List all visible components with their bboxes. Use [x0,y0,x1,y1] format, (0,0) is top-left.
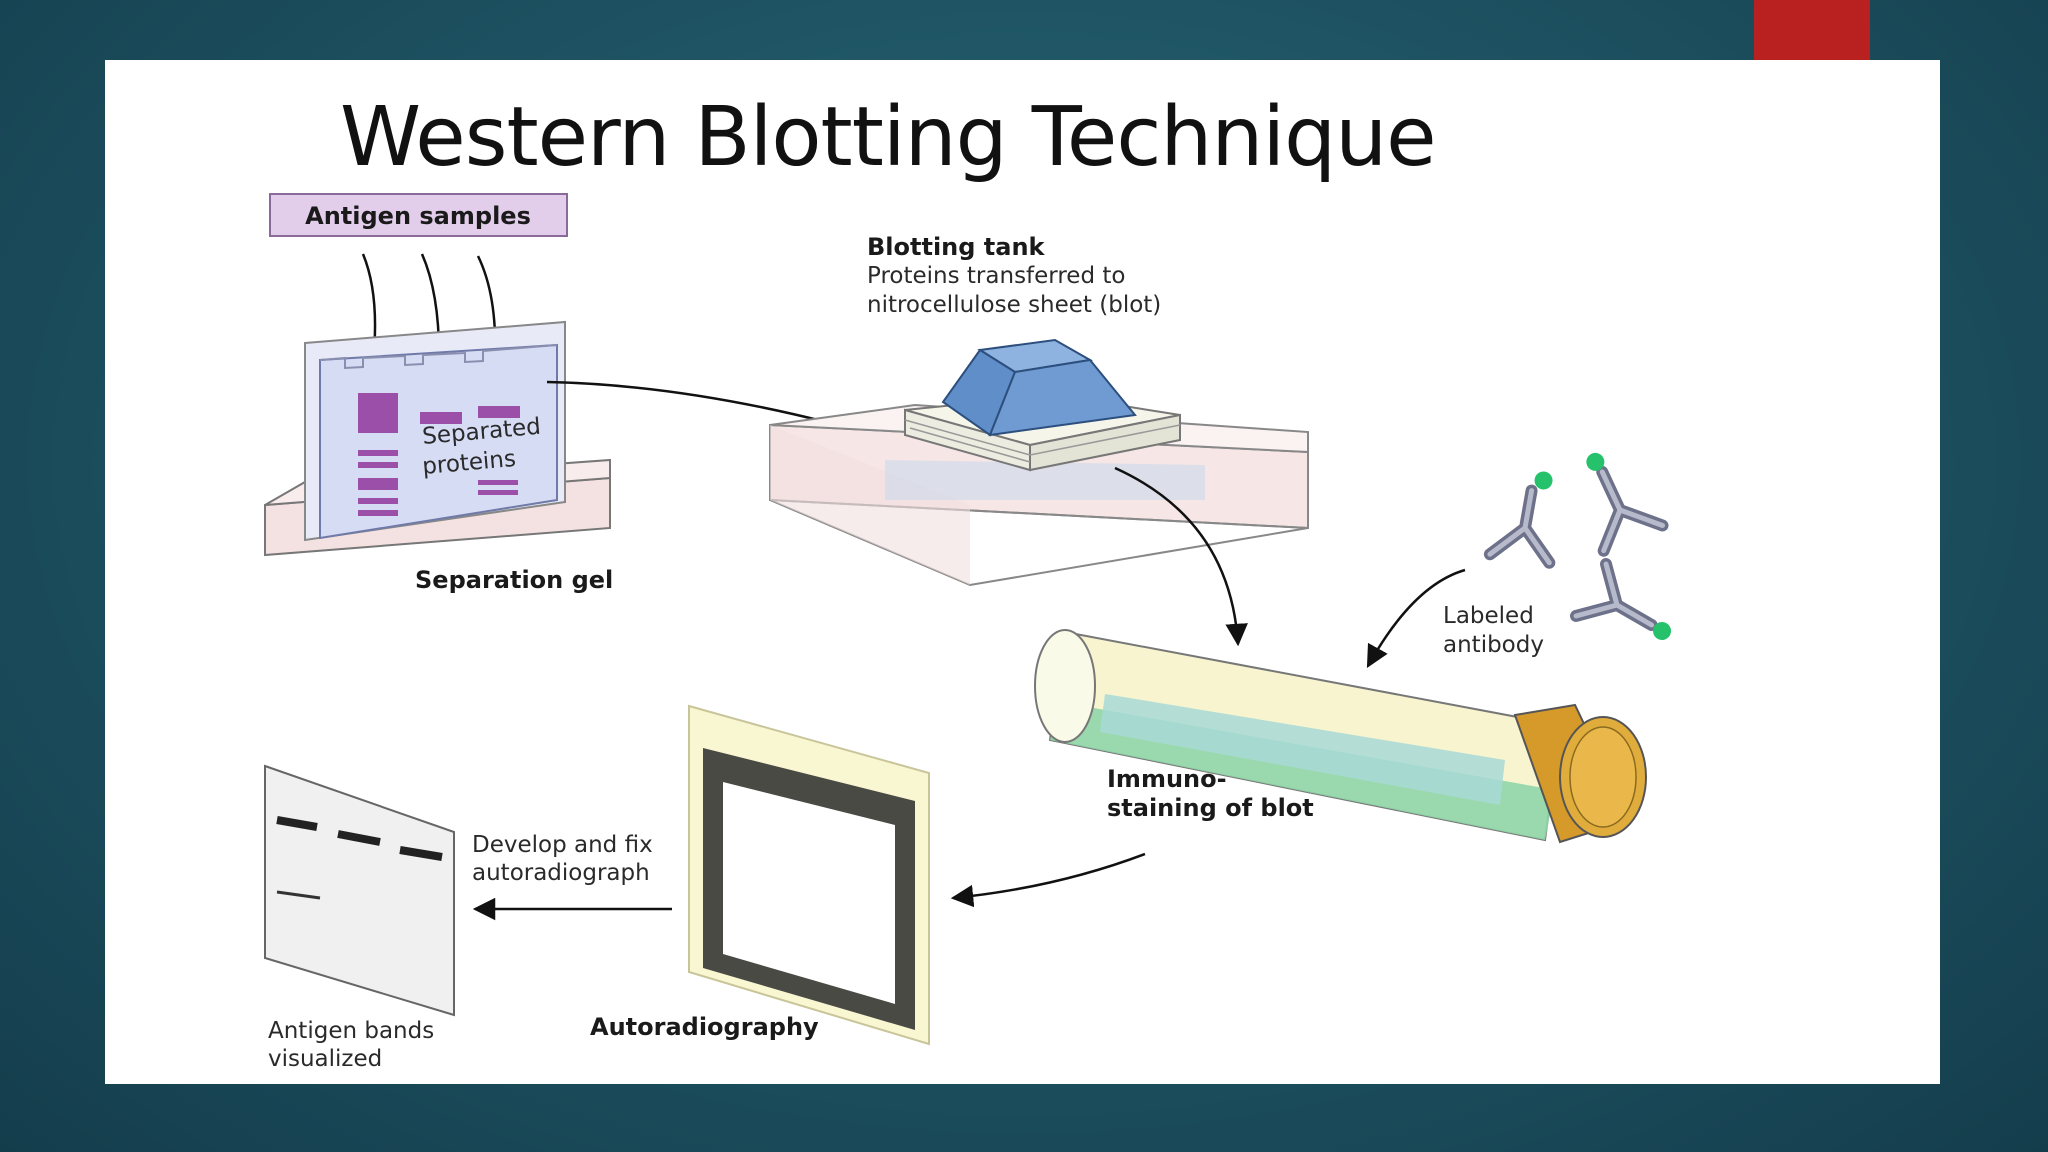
labeled-antibody-line2: antibody [1443,632,1544,658]
labeled-antibodies [1483,452,1672,640]
antigen-samples-text: Antigen samples [305,202,531,230]
blotting-tank-title: Blotting tank [867,233,1046,261]
blotting-desc-line2: nitrocellulose sheet (blot) [867,292,1161,318]
incubation-tube [1034,629,1647,844]
protein-band [420,412,462,424]
autoradiography-film [688,704,930,1046]
antigen-bands-sheet [264,764,455,1017]
immunostaining-line1: Immuno- [1107,765,1227,793]
separation-gel: Separated proteins [264,320,611,557]
antigen-bands-line2: visualized [268,1046,382,1072]
labeled-antibody-line1: Labeled [1443,603,1534,629]
develop-fix-line2: autoradiograph [472,860,650,886]
antibody-icon [1483,471,1556,569]
protein-band [358,393,398,433]
western-blot-diagram: Antigen samples [264,193,1672,1072]
blotting-tank-label: Blotting tank Proteins transferred to ni… [867,233,1161,318]
tank-to-tube-arrow [1114,466,1248,647]
tube-to-film-arrow [950,852,1146,908]
slide-canvas: Western Blotting Technique Antigen sampl… [105,60,1940,1084]
separation-gel-label: Separation gel [415,566,613,594]
red-accent-bar [1754,0,1870,60]
immunostaining-line2: staining of blot [1107,794,1314,822]
blotting-desc-line1: Proteins transferred to [867,263,1125,289]
antibody-to-tube-arrow [1366,568,1466,668]
blotting-tank [769,338,1309,587]
protein-band [478,490,518,495]
antibody-icon [1586,452,1669,557]
autoradiography-label: Autoradiography [590,1013,819,1041]
antigen-band [337,830,381,846]
antigen-band [276,816,318,831]
antigen-samples-label: Antigen samples [269,193,568,237]
protein-band [358,462,398,468]
protein-band [358,450,398,456]
develop-fix-line1: Develop and fix [472,832,653,858]
protein-band [478,406,520,418]
protein-bands [358,393,520,516]
protein-band [478,480,518,485]
antigen-band [399,846,443,861]
antibody-icon [1570,558,1672,640]
slide-title: Western Blotting Technique [340,90,1437,185]
antigen-bands-line1: Antigen bands [268,1018,434,1044]
antigen-band-faint [276,890,321,900]
protein-band [358,478,398,490]
protein-band [358,510,398,516]
protein-band [358,498,398,504]
